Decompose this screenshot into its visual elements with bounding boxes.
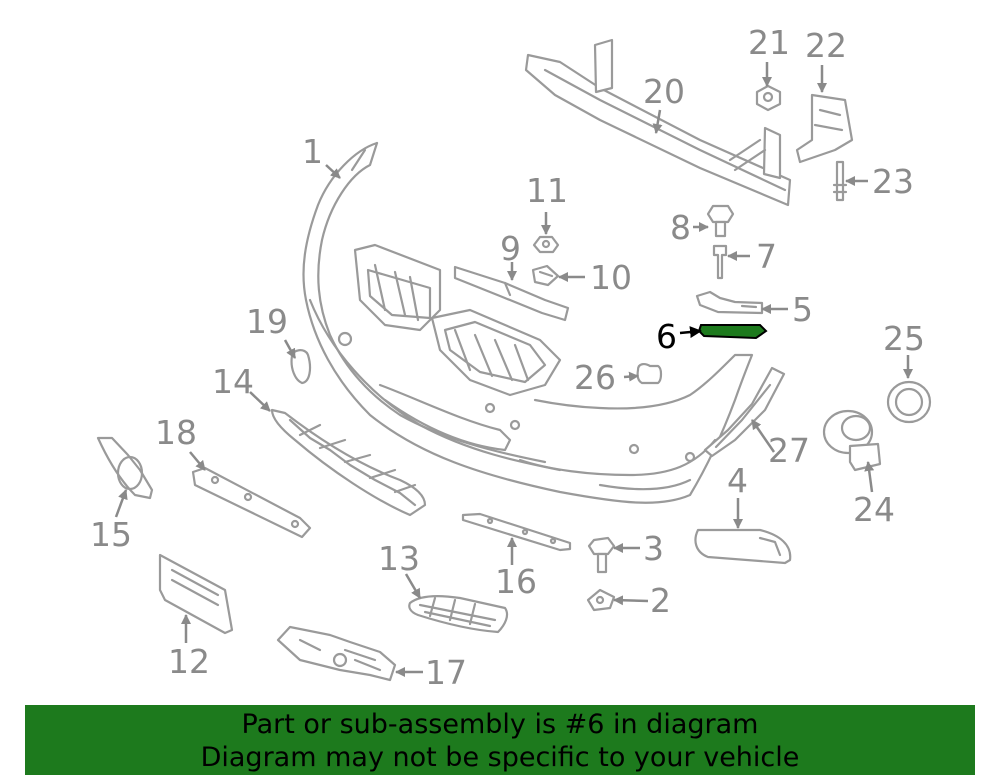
callout-17: 17 — [425, 653, 467, 692]
callout-12: 12 — [168, 642, 210, 681]
part-19-cap — [290, 349, 312, 385]
part-16-strip — [461, 512, 572, 552]
callout-18: 18 — [155, 413, 197, 452]
part-1-bumper-cover — [302, 141, 754, 504]
callout-2: 2 — [650, 581, 671, 620]
callout-10: 10 — [590, 258, 632, 297]
callout-16: 16 — [495, 562, 537, 601]
callout-4: 4 — [727, 461, 748, 500]
callout-24: 24 — [853, 490, 895, 529]
part-14-lower-grille — [270, 408, 427, 517]
banner-line-1: Part or sub-assembly is #6 in diagram — [241, 709, 759, 740]
callout-13: 13 — [378, 539, 420, 578]
callout-20: 20 — [643, 72, 685, 111]
part-27-strip — [703, 366, 786, 458]
part-6-highlighted — [697, 324, 768, 340]
callout-11: 11 — [526, 171, 568, 210]
callout-14: 14 — [212, 362, 254, 401]
part-7-stud — [712, 244, 728, 280]
part-24-sensor — [822, 409, 882, 472]
callout-23: 23 — [872, 162, 914, 201]
callout-9: 9 — [500, 229, 521, 268]
callout-26: 26 — [574, 358, 616, 397]
part-26-plug — [636, 363, 663, 385]
info-banner: Part or sub-assembly is #6 in diagram Di… — [25, 705, 975, 775]
part-4-fog-lamp — [694, 528, 792, 565]
part-13-grille — [408, 595, 509, 634]
callout-5: 5 — [792, 290, 813, 329]
part-12-plate — [158, 553, 234, 635]
callout-22: 22 — [805, 26, 847, 65]
callout-27: 27 — [768, 431, 810, 470]
callout-6: 6 — [656, 317, 677, 356]
callout-3: 3 — [643, 529, 664, 568]
callout-25: 25 — [883, 319, 925, 358]
callout-7: 7 — [756, 237, 777, 276]
callout-8: 8 — [670, 208, 691, 247]
part-15-fog-bezel — [96, 436, 154, 500]
part-3-bolt — [587, 536, 616, 574]
callout-21: 21 — [748, 23, 790, 62]
part-9-strip — [453, 265, 570, 322]
callout-19: 19 — [246, 302, 288, 341]
parts-diagram: 1 2 3 4 5 6 7 8 9 10 11 12 13 14 15 16 1… — [90, 23, 932, 692]
callout-1: 1 — [302, 132, 323, 171]
part-11-fastener — [532, 235, 560, 254]
part-25-ring — [886, 380, 932, 424]
part-21-nut — [755, 84, 782, 112]
part-8-bolt — [706, 204, 735, 238]
part-22-bracket — [795, 93, 854, 164]
part-2-clip — [586, 588, 616, 612]
banner-line-2: Diagram may not be specific to your vehi… — [200, 742, 800, 773]
part-5-bracket — [695, 290, 764, 315]
callout-15: 15 — [90, 515, 132, 554]
part-17-bracket — [276, 625, 397, 682]
part-23-clip — [832, 160, 848, 202]
part-10-clip — [531, 264, 560, 287]
part-18-strip — [191, 466, 312, 539]
